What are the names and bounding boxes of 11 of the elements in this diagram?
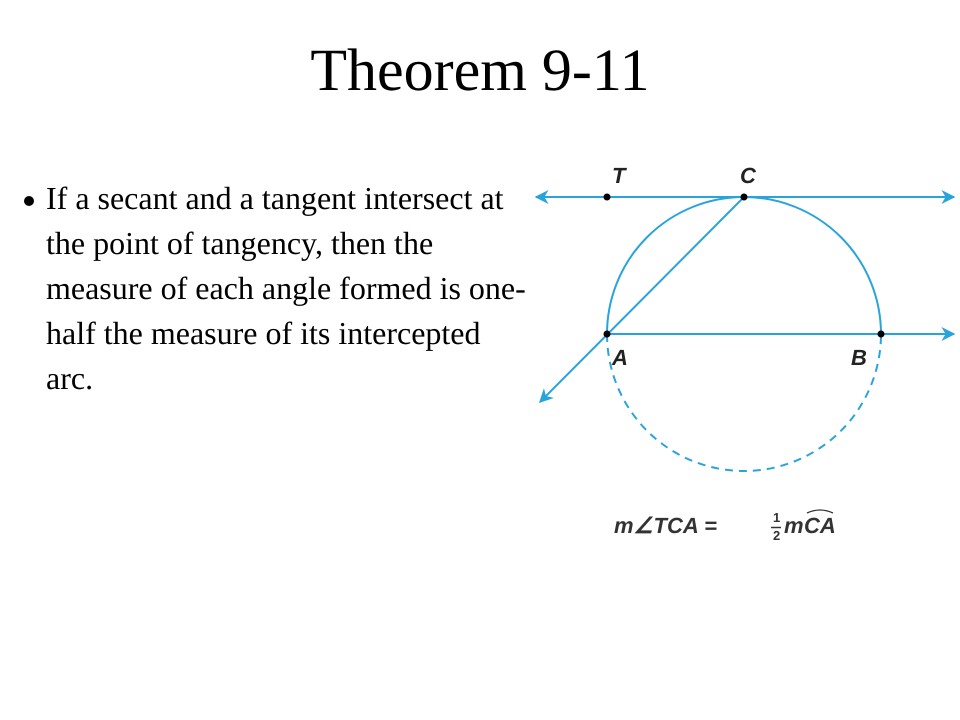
formula-text: m∠TCA =	[614, 514, 717, 538]
theorem-text: If a secant and a tangent intersect at the point of tangency, then the measure of each angle formed is one-half the measure of its intercepted arc.	[46, 179, 527, 398]
fraction-numerator: 1	[773, 511, 780, 524]
point-label: A	[612, 346, 628, 370]
fraction-denominator: 2	[773, 529, 780, 542]
title: Theorem 9-11	[309, 36, 651, 105]
arc-name: CA	[804, 514, 836, 538]
point-label: B	[851, 346, 867, 370]
point-label: C	[740, 164, 756, 188]
point-label: T	[612, 164, 626, 188]
formula-text: m	[784, 514, 804, 538]
